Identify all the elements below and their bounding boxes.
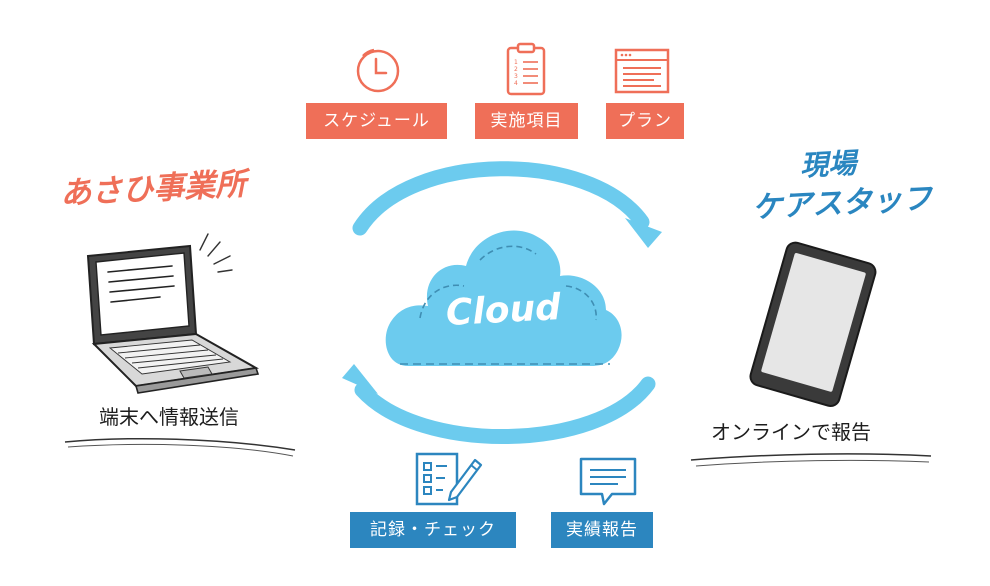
tag-schedule: スケジュール	[306, 103, 447, 139]
browser-window-icon	[614, 48, 670, 94]
cloud-shape	[385, 230, 622, 366]
svg-text:1: 1	[514, 59, 518, 66]
svg-text:4: 4	[514, 80, 518, 87]
right-caption: オンラインで報告	[711, 420, 871, 444]
laptop-icon	[86, 233, 260, 394]
svg-text:2: 2	[514, 66, 518, 73]
tag-report: 実績報告	[551, 512, 653, 548]
svg-text:3: 3	[514, 73, 518, 80]
tag-plan: プラン	[606, 103, 684, 139]
right-underline	[690, 453, 932, 467]
clock-icon	[356, 48, 400, 93]
tag-items: 実施項目	[475, 103, 578, 139]
left-caption: 端末へ情報送信	[99, 405, 239, 429]
speech-bubble-icon	[579, 457, 637, 506]
checklist-pencil-icon	[415, 452, 483, 506]
left-underline	[64, 437, 296, 457]
cloud-label: Cloud	[445, 287, 562, 334]
tag-record: 記録・チェック	[350, 512, 516, 548]
tablet-icon	[749, 241, 877, 407]
